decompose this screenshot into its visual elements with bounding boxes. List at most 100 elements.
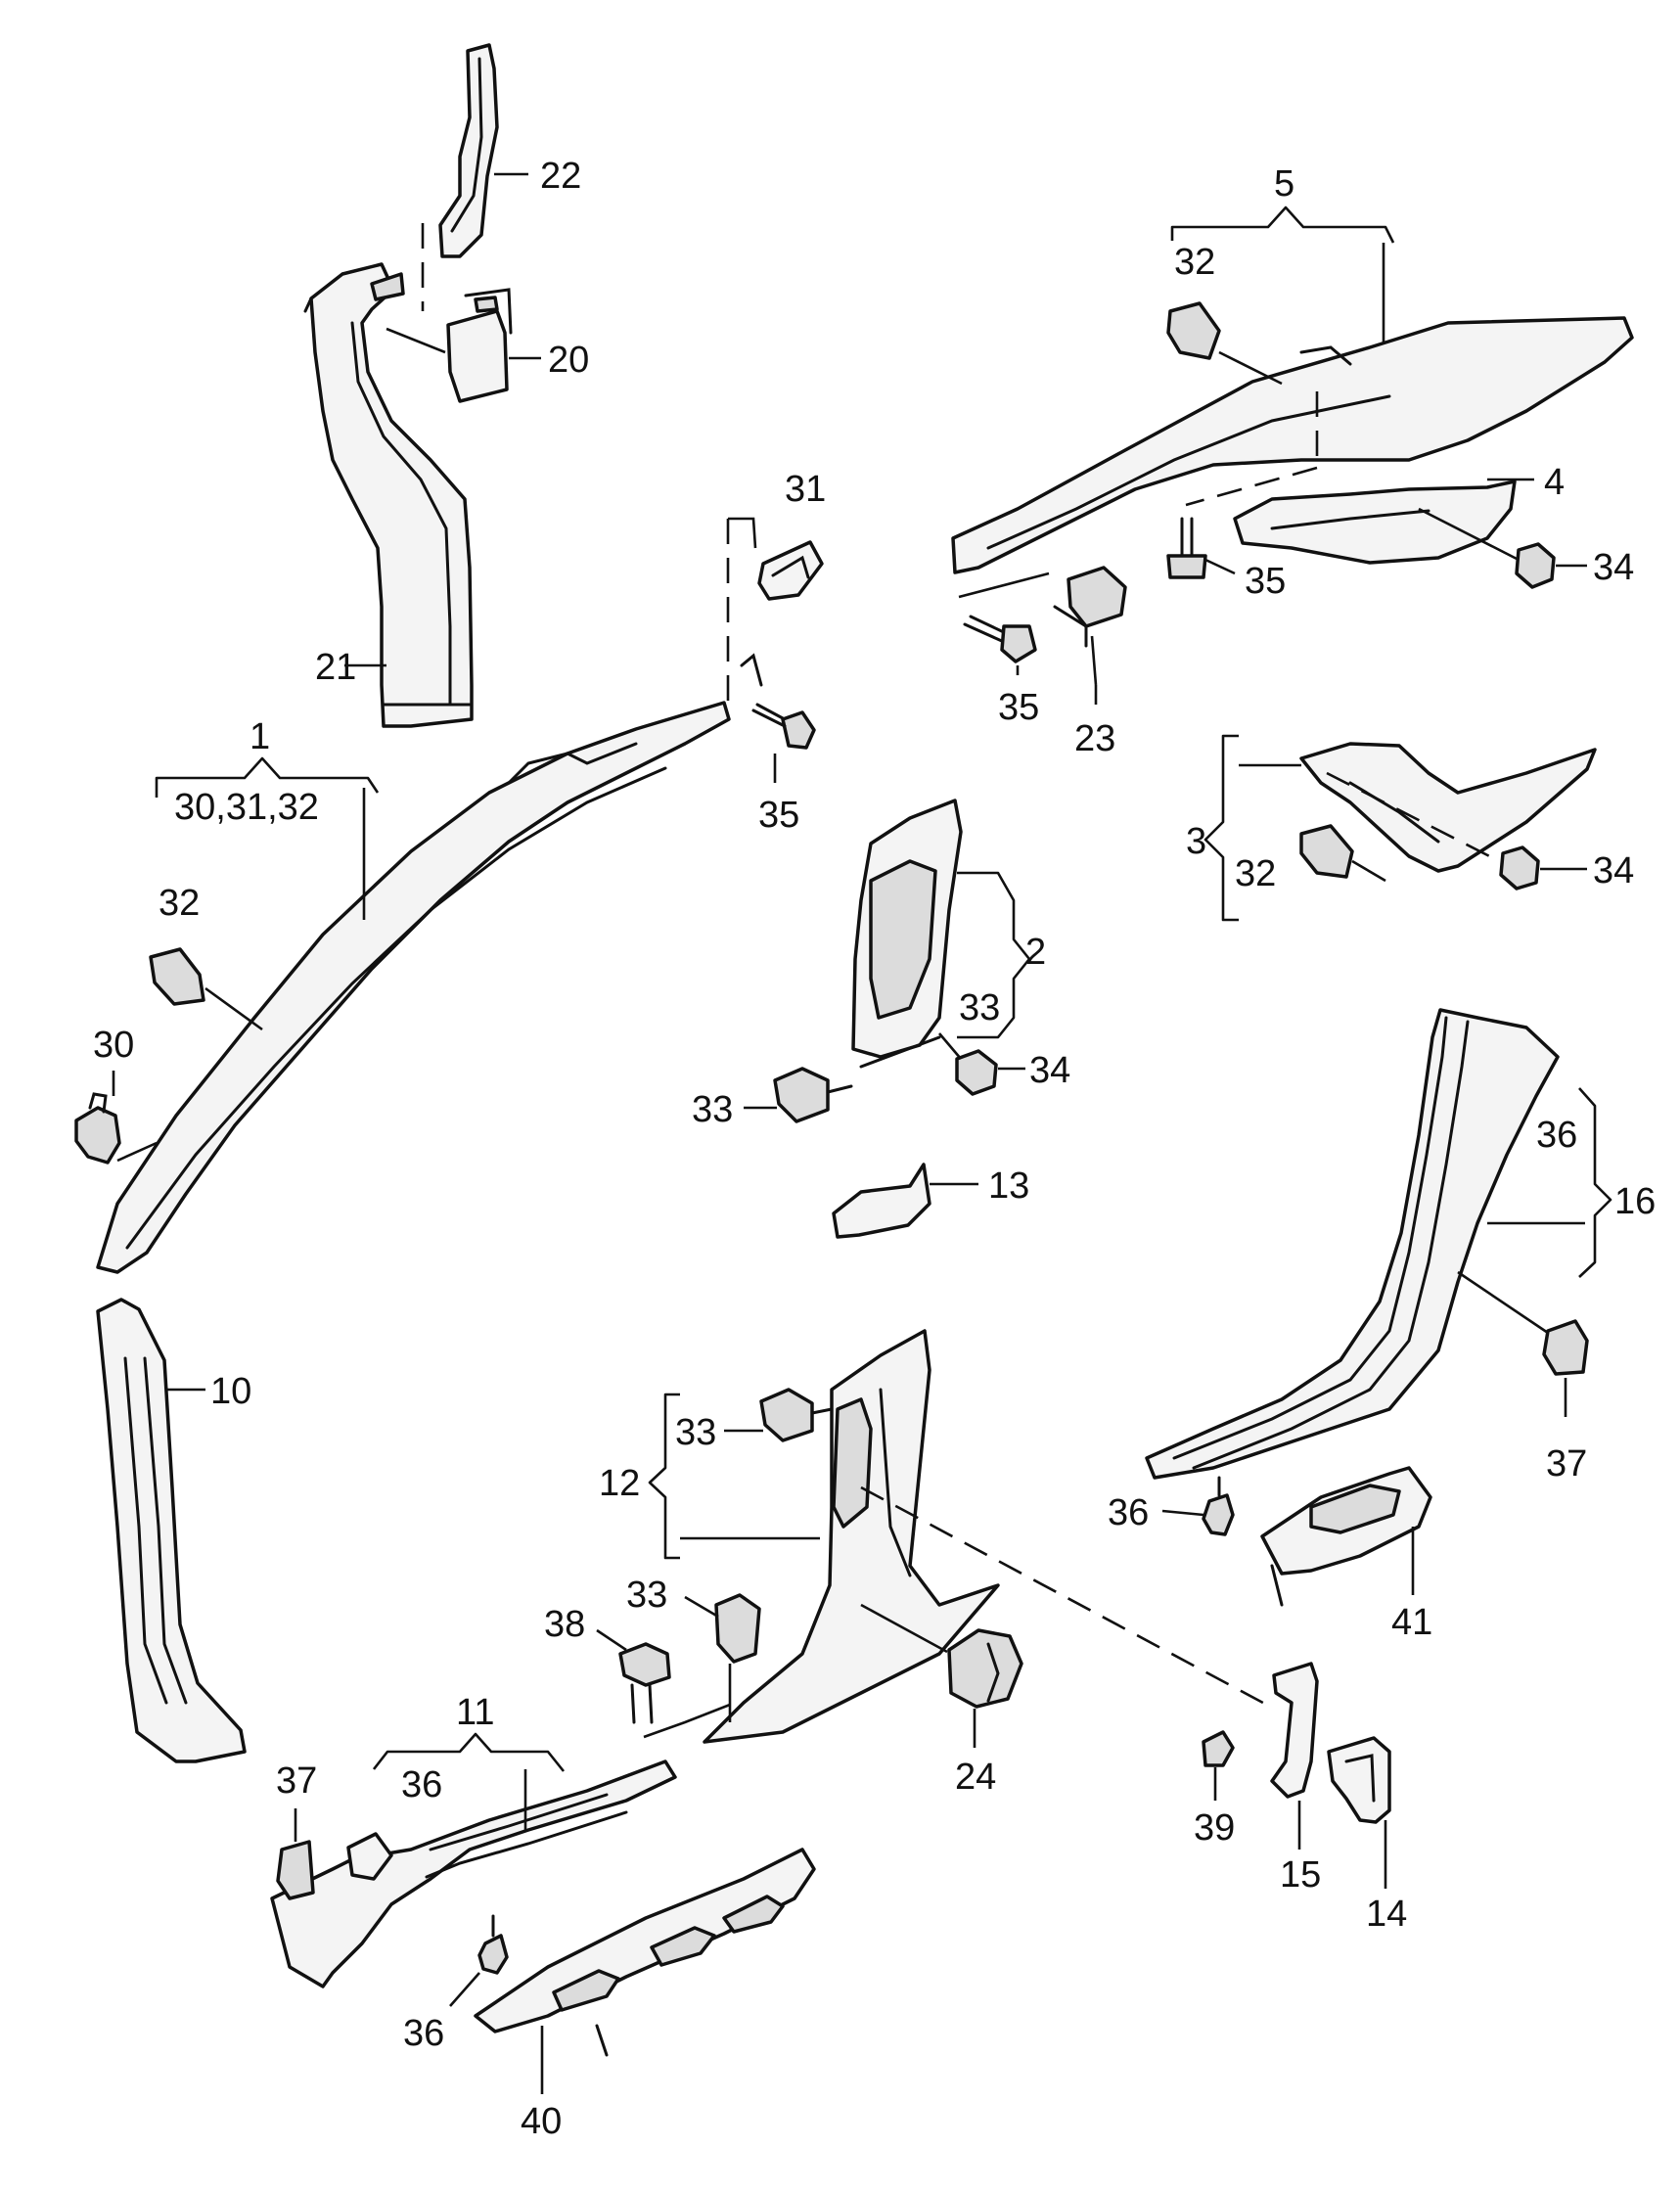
label-35-c: 35 [998,687,1039,728]
leader-31 [728,517,757,549]
leader-32-upper [1218,350,1283,386]
brace-11 [372,1732,566,1772]
part-4-quarter-trim[interactable] [1233,480,1517,565]
label-33-a: 33 [692,1089,733,1130]
part-38-bolt[interactable] [618,1642,671,1724]
label-10: 10 [210,1371,251,1412]
label-23: 23 [1074,718,1115,759]
leader-35-c-link [958,571,1050,599]
label-22: 22 [540,156,581,197]
label-41: 41 [1391,1602,1432,1643]
label-3: 3 [1186,821,1206,862]
part-16-rear-lower-trim[interactable] [1145,1008,1560,1480]
label-2: 2 [1025,932,1046,973]
part-35-screw-c[interactable] [963,615,1037,663]
brace-12 [648,1393,680,1560]
leader-32-left [204,986,263,1031]
label-33-b: 33 [959,987,1000,1028]
part-35-screw-b[interactable] [1166,517,1207,579]
label-35-a: 35 [758,795,799,836]
part-36-clip-right[interactable] [1202,1476,1235,1536]
leader-37-right-link [1457,1270,1549,1335]
part-15-bracket[interactable] [1270,1662,1319,1799]
part-21-duct-lower[interactable] [303,262,474,728]
label-32-upper: 32 [1174,242,1215,283]
part-32-clip-upper[interactable] [1166,301,1221,360]
brace-3 [1203,734,1239,922]
label-38: 38 [544,1604,585,1645]
label-15: 15 [1280,1854,1321,1896]
part-20-bracket[interactable] [446,288,513,403]
brace-16 [1578,1087,1612,1278]
part-35-screw-a[interactable] [751,703,816,750]
label-40: 40 [521,2101,562,2142]
part-36-clip-sill[interactable] [477,1914,509,1975]
label-20: 20 [548,340,589,381]
leader-38 [596,1628,627,1652]
label-33-d: 33 [626,1575,667,1616]
label-33-c: 33 [675,1412,716,1453]
label-16: 16 [1614,1181,1656,1222]
part-32-clip-left[interactable] [149,947,205,1006]
leader-36-right [1161,1509,1204,1517]
leader-35-b [1204,558,1236,575]
label-37-left: 37 [276,1760,317,1802]
part-33-clip-a[interactable] [773,1067,853,1123]
part-14-gasket[interactable] [1327,1736,1391,1824]
part-37-clip-right[interactable] [1542,1319,1589,1376]
part-34-nut-b[interactable] [1499,845,1540,891]
label-30: 30 [93,1025,134,1066]
part-34-nut-a[interactable] [1515,542,1556,589]
leader-32-right [1351,859,1386,883]
label-36-sill: 36 [403,2013,444,2054]
part-30-push-clip[interactable] [74,1092,121,1165]
part-41-sill-bracket[interactable] [1260,1466,1432,1607]
leader-23 [1090,635,1098,686]
leader-20-a [386,327,446,354]
part-1-a-pillar-trim[interactable] [96,701,731,1274]
part-10-a-pillar-lower[interactable] [96,1298,247,1763]
leader-24-link [860,1603,948,1654]
brace-1 [155,756,380,798]
label-32-right: 32 [1235,853,1276,894]
part-33-clip-c[interactable] [714,1593,761,1664]
label-34-a: 34 [1593,547,1634,588]
part-11-sill-trim[interactable] [270,1759,677,1988]
part-23-clip[interactable] [1053,566,1127,648]
brace-5 [1170,206,1395,244]
part-37-clip-left[interactable] [276,1840,315,1900]
label-12: 12 [599,1463,640,1504]
label-34-c: 34 [1029,1050,1070,1091]
part-5-rear-upper-trim[interactable] [951,316,1634,574]
part-22-duct-upper[interactable] [438,43,499,258]
label-11: 11 [456,1692,494,1733]
part-32-clip-right[interactable] [1299,824,1354,879]
label-4: 4 [1544,462,1565,503]
label-14: 14 [1366,1894,1407,1935]
label-35-b: 35 [1245,561,1286,602]
part-31-cover[interactable] [757,540,824,601]
brace-2 [957,871,1031,1039]
label-21: 21 [315,647,356,688]
part-34-nut-c[interactable] [955,1049,998,1096]
part-24-grommet[interactable] [947,1628,1023,1709]
part-2-b-pillar-upper[interactable] [851,799,963,1069]
label-24: 24 [955,1757,996,1798]
label-31: 31 [785,469,826,510]
label-36-c: 36 [1536,1115,1577,1156]
leader-34-a-link [1418,507,1520,562]
label-34-b: 34 [1593,850,1634,891]
label-11-sub: 36 [401,1764,442,1805]
label-39: 39 [1194,1807,1235,1849]
label-1-sub: 30,31,32 [174,787,319,828]
part-39-plug[interactable] [1202,1730,1235,1767]
part-31-clip [740,653,763,687]
part-33-clip-b[interactable] [759,1388,834,1442]
leader-34-c-link [938,1032,962,1060]
part-40-sill-bracket[interactable] [474,1848,816,2057]
dash-5-35 [1185,466,1318,507]
label-36-right: 36 [1108,1492,1149,1533]
part-13-cover[interactable] [832,1163,931,1239]
leader-36-sill [449,1972,480,2007]
